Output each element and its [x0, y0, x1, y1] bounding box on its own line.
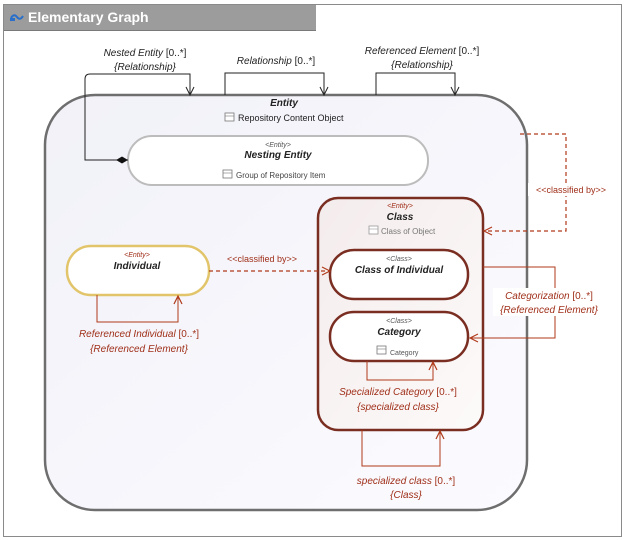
categorization-label: Categorization [0..*] [505, 291, 593, 302]
entity-name: Entity [270, 98, 298, 109]
table-icon [224, 112, 235, 122]
specialized-class-edge[interactable]: specialized class [0..*] {Class} [357, 430, 456, 501]
referenced-element-edge[interactable]: Referenced Element [0..*] {Relationship} [365, 46, 480, 95]
nesting-entity-stereotype: <Entity> [265, 142, 291, 149]
class-of-individual-node[interactable]: <Class> Class of Individual [328, 248, 470, 301]
category-stereotype: <Class> [386, 318, 412, 325]
entity-subtitle: Repository Content Object [238, 113, 344, 123]
referenced-individual-edge[interactable]: Referenced Individual [0..*] {Referenced… [79, 295, 199, 355]
specialized-class-type: {Class} [390, 490, 422, 501]
class-subtitle: Class of Object [381, 227, 436, 236]
nesting-entity-name: Nesting Entity [244, 150, 312, 161]
individual-node[interactable]: <Entity> Individual [65, 244, 211, 297]
individual-name: Individual [114, 261, 161, 272]
specialized-category-type: {specialized class} [357, 402, 439, 413]
diagram-title-bar: Elementary Graph [4, 5, 316, 31]
referenced-element-label: Referenced Element [0..*] [365, 46, 480, 57]
class-name: Class [387, 212, 414, 223]
class-of-individual-stereotype: <Class> [386, 256, 412, 263]
categorization-edge[interactable]: Categorization [0..*] {Referenced Elemen… [470, 266, 605, 338]
classified-by-entity-edge[interactable]: <<classified by>> [484, 133, 614, 231]
individual-stereotype: <Entity> [124, 252, 150, 259]
class-of-individual-name: Class of Individual [355, 265, 444, 276]
referenced-element-type: {Relationship} [391, 60, 453, 71]
classified-by-entity-label: <<classified by>> [536, 185, 606, 195]
referenced-individual-type: {Referenced Element} [90, 344, 189, 355]
specialized-class-label: specialized class [0..*] [357, 476, 456, 487]
classified-by-individual-edge[interactable]: <<classified by>> [209, 254, 330, 271]
classified-by-individual-label: <<classified by>> [227, 254, 297, 264]
specialized-category-label: Specialized Category [0..*] [339, 387, 457, 398]
diagram-icon [10, 14, 24, 21]
table-icon [376, 345, 387, 355]
diagram-title: Elementary Graph [28, 9, 149, 25]
nested-entity-edge[interactable]: Nested Entity [0..*] {Relationship} [84, 48, 190, 164]
table-icon [368, 225, 379, 235]
referenced-individual-label: Referenced Individual [0..*] [79, 329, 199, 340]
category-node[interactable]: <Class> Category Category [328, 310, 470, 363]
category-name: Category [377, 327, 421, 338]
relationship-edge[interactable]: Relationship [0..*] [224, 56, 324, 95]
nested-entity-type: {Relationship} [114, 62, 176, 73]
nesting-entity-node[interactable]: <Entity> Nesting Entity Group of Reposit… [127, 135, 429, 186]
category-subtitle: Category [390, 350, 419, 357]
relationship-label: Relationship [0..*] [237, 56, 316, 67]
class-stereotype: <Entity> [387, 203, 413, 210]
nested-entity-label: Nested Entity [0..*] [104, 48, 187, 59]
table-icon [222, 169, 233, 179]
categorization-type: {Referenced Element} [500, 305, 599, 316]
specialized-category-edge[interactable]: Specialized Category [0..*] {specialized… [339, 361, 457, 413]
nesting-entity-subtitle: Group of Repository Item [236, 171, 326, 180]
